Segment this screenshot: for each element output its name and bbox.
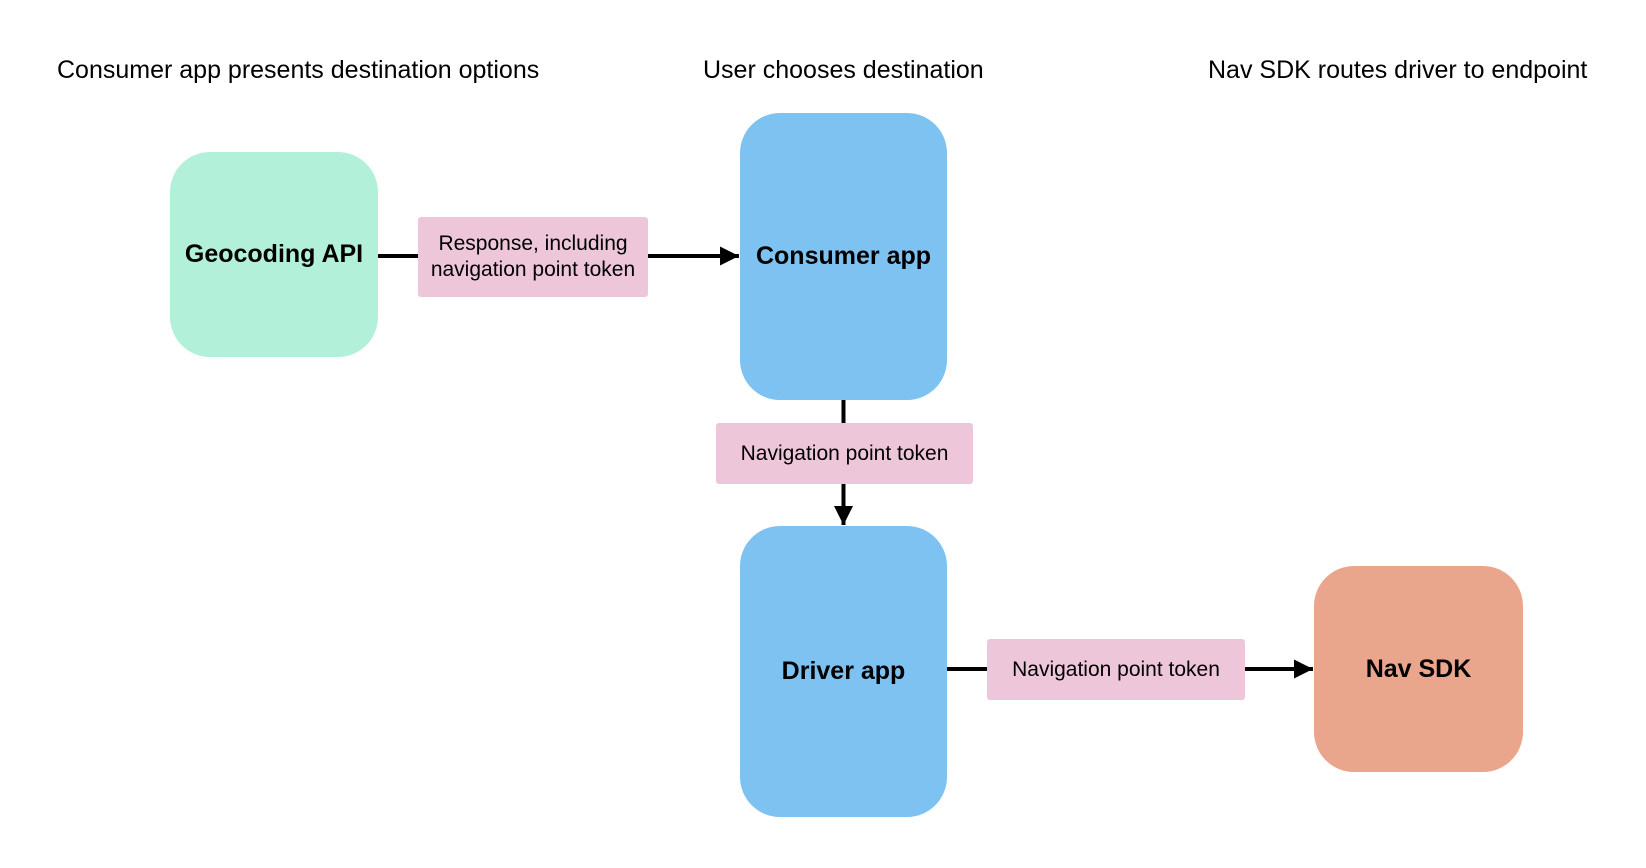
edge-label-navigation-point-token-1: Navigation point token bbox=[716, 423, 973, 484]
stage-heading-nav-sdk-routes: Nav SDK routes driver to endpoint bbox=[1208, 56, 1588, 84]
edge-label-text: Navigation point token bbox=[740, 441, 949, 465]
stage-heading-user-chooses: User chooses destination bbox=[703, 56, 984, 84]
edge-label-response-including-token: Response, including navigation point tok… bbox=[418, 217, 648, 297]
node-nav-sdk-label: Nav SDK bbox=[1365, 654, 1472, 683]
node-driver-app: Driver app bbox=[740, 526, 947, 817]
node-consumer-app-label: Consumer app bbox=[755, 242, 932, 270]
node-consumer-app: Consumer app bbox=[740, 113, 947, 400]
edge-label-text: Navigation point token bbox=[1012, 657, 1220, 681]
node-geocoding-api: Geocoding API bbox=[170, 152, 378, 357]
stage-heading-consumer-presents: Consumer app presents destination option… bbox=[57, 56, 540, 84]
edge-label-text: Response, including navigation point tok… bbox=[430, 232, 636, 281]
node-driver-app-label: Driver app bbox=[781, 657, 906, 685]
node-nav-sdk: Nav SDK bbox=[1314, 566, 1523, 772]
node-geocoding-api-label: Geocoding API bbox=[184, 240, 364, 268]
edge-label-navigation-point-token-2: Navigation point token bbox=[987, 639, 1245, 700]
